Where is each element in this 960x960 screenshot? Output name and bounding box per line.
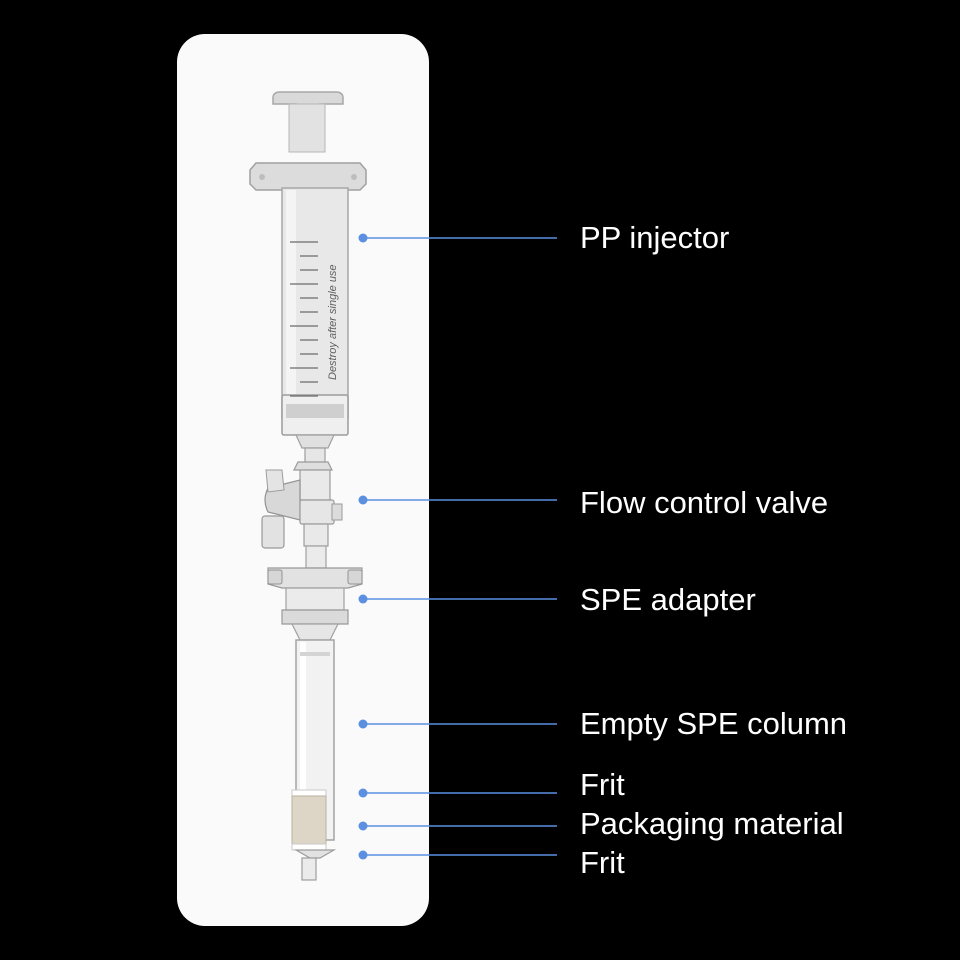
- leader-dot-packaging-material: [358, 821, 368, 831]
- syringe-plunger: [272, 91, 344, 153]
- syringe-imprint-text: Destroy after single use: [327, 264, 339, 380]
- column-outlet-tip: [293, 849, 337, 881]
- leader-dot-top-frit: [358, 788, 368, 798]
- leader-dot-pp-injector: [358, 233, 368, 243]
- syringe-barrel: [281, 187, 349, 449]
- leader-dot-spe-adapter: [358, 594, 368, 604]
- packaging-material: [291, 795, 327, 845]
- syringe-flange: [249, 162, 367, 191]
- spe-adapter: [267, 567, 363, 641]
- flow-control-valve: [261, 461, 343, 569]
- label-spe-adapter: SPE adapter: [580, 582, 756, 617]
- label-empty-spe-column: Empty SPE column: [580, 706, 848, 741]
- leader-dot-flow-control-valve: [358, 495, 368, 505]
- label-flow-control-valve: Flow control valve: [580, 485, 829, 520]
- leader-dot-empty-spe-column: [358, 719, 368, 729]
- label-packaging-material: Packaging material: [580, 806, 844, 841]
- label-pp-injector: PP injector: [580, 220, 730, 255]
- leader-dot-bottom-frit: [358, 850, 368, 860]
- label-top-frit: Frit: [580, 767, 625, 802]
- label-bottom-frit: Frit: [580, 845, 625, 880]
- graduation-marks: [290, 241, 318, 397]
